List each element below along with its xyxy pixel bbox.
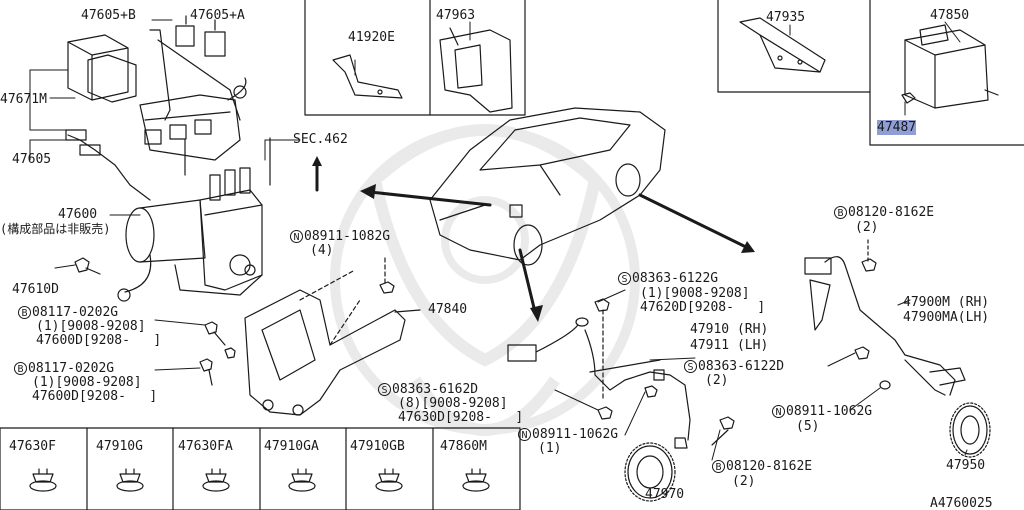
part-code: 08363-6122D xyxy=(698,359,785,374)
label-bolt-08120-bottom-qty: (2) xyxy=(732,474,756,489)
clip-icons xyxy=(29,468,490,492)
arrows xyxy=(315,160,750,314)
label-47605-a: 47605+A xyxy=(190,8,245,23)
b-symbol: B xyxy=(18,306,31,319)
label-47605-b: 47605+B xyxy=(81,8,136,23)
label-sec-462: SEC.462 xyxy=(293,132,348,147)
label-47850: 47850 xyxy=(930,8,970,23)
n-symbol: N xyxy=(772,405,785,418)
b-symbol: B xyxy=(14,362,27,375)
label-47910: 47910 (RH) xyxy=(690,322,769,337)
bottom-part-2: 47910G xyxy=(96,439,143,454)
vehicle xyxy=(429,107,666,266)
label-bolt-08117-a-range2: 47600D[9208- ] xyxy=(36,333,162,348)
label-screw-6162d-range2: 47630D[9208- ] xyxy=(398,410,524,425)
part-code: 08117-0202G xyxy=(28,361,115,376)
label-bolt-08117-b-range: (1)[9008-9208] xyxy=(32,375,142,390)
inset-parts xyxy=(332,27,513,113)
label-screw-6122g-range2: 47620D[9208- ] xyxy=(640,300,766,315)
label-nut-1062g-rear-qty: (5) xyxy=(796,419,820,434)
right-inset-parts xyxy=(739,17,999,109)
label-47900m: 47900M (RH) xyxy=(903,295,990,310)
part-code: 08363-6162D xyxy=(392,382,479,397)
label-nut-1062g-front-qty: (1) xyxy=(538,441,562,456)
part-code: 08120-8162E xyxy=(848,205,935,220)
abs-actuator xyxy=(117,137,271,302)
label-screw-6122g-range: (1)[9008-9208] xyxy=(640,286,750,301)
label-47671m: 47671M xyxy=(0,92,47,107)
rear-sensor xyxy=(804,239,966,396)
bottom-part-3: 47630FA xyxy=(178,439,233,454)
part-code: 08363-6122G xyxy=(632,271,719,286)
label-screw-6162d-range: (8)[9008-9208] xyxy=(398,396,508,411)
label-41920e: 41920E xyxy=(348,30,395,45)
label-nut-08911-1082g-qty: (4) xyxy=(310,243,334,258)
part-code: 08117-0202G xyxy=(32,305,119,320)
harness xyxy=(65,29,247,201)
label-not-sold-note: (構成部品は非販売) xyxy=(0,222,111,236)
part-code: 08911-1062G xyxy=(532,427,619,442)
tone-ring-rear xyxy=(949,402,991,458)
tone-ring-front xyxy=(624,442,676,502)
part-code: 08911-1062G xyxy=(786,404,873,419)
bottom-part-5: 47910GB xyxy=(350,439,405,454)
label-47935: 47935 xyxy=(766,10,806,25)
label-47900ma: 47900MA(LH) xyxy=(903,310,990,325)
n-symbol: N xyxy=(290,230,303,243)
label-47605: 47605 xyxy=(12,152,52,167)
highlighted-part[interactable]: 47487 xyxy=(877,120,917,135)
label-47600: 47600 xyxy=(58,207,98,222)
bottom-part-4: 47910GA xyxy=(264,439,319,454)
diagram-code: A4760025 xyxy=(930,496,993,510)
label-bolt-08117-a-range: (1)[9008-9208] xyxy=(36,319,146,334)
bottom-part-1: 47630F xyxy=(9,439,56,454)
arrowheads xyxy=(312,156,755,322)
label-bolt-08120-top-qty: (2) xyxy=(855,220,879,235)
label-47911: 47911 (LH) xyxy=(690,338,769,353)
part-code: 08120-8162E xyxy=(726,459,813,474)
n-symbol: N xyxy=(518,428,531,441)
s-symbol: S xyxy=(684,360,697,373)
bolts-left xyxy=(74,257,236,386)
relay-boxes xyxy=(67,15,226,103)
label-47970: 47970 xyxy=(645,487,685,502)
label-47950: 47950 xyxy=(946,458,986,473)
label-47487: 47487 xyxy=(877,120,917,135)
b-symbol: B xyxy=(712,460,725,473)
s-symbol: S xyxy=(378,383,391,396)
leader-lines xyxy=(29,19,968,461)
part-code: 08911-1082G xyxy=(304,229,391,244)
label-47840: 47840 xyxy=(428,302,468,317)
label-screw-6122d-qty: (2) xyxy=(705,373,729,388)
front-sensor xyxy=(507,298,735,449)
b-symbol: B xyxy=(834,206,847,219)
label-bolt-08117-b-range2: 47600D[9208- ] xyxy=(32,389,158,404)
actuator-bracket xyxy=(244,257,421,416)
label-47963: 47963 xyxy=(436,8,476,23)
label-47610d: 47610D xyxy=(12,282,59,297)
s-symbol: S xyxy=(618,272,631,285)
bottom-part-6: 47860M xyxy=(440,439,487,454)
